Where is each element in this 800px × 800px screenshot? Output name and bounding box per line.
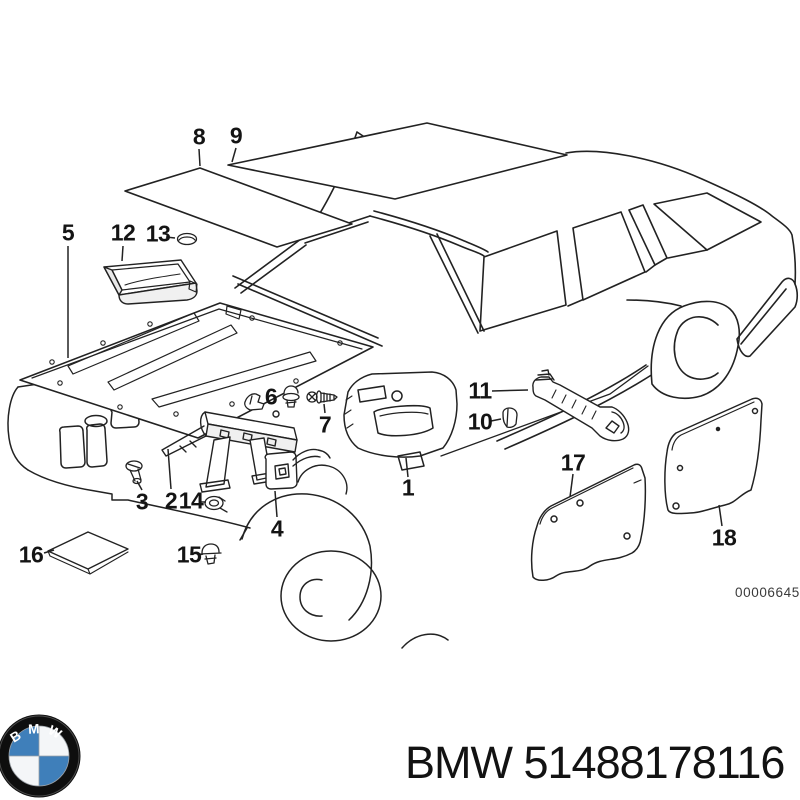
part-8-sunroof-panel (124, 167, 353, 248)
callout-label-18: 18 (711, 524, 737, 551)
part-13-cap (176, 232, 198, 246)
callout-label-2: 2 (164, 487, 178, 514)
front-tire (280, 550, 382, 642)
part-12-tray (103, 259, 198, 305)
part-16-sheet (47, 531, 129, 575)
callout-label-17: 17 (560, 449, 586, 476)
part-18-door-insulation (664, 397, 763, 515)
front-wheel-arch (241, 493, 373, 621)
callout-label-1: 1 (401, 474, 415, 501)
callout-leader-7 (323, 403, 326, 414)
callout-leader-1 (405, 457, 409, 478)
front-door-window (479, 230, 567, 332)
part-1-side-insulation (343, 371, 458, 471)
kidney-grille-right (86, 423, 108, 468)
callout-label-13: 13 (145, 220, 171, 247)
part-14-grommet (204, 495, 228, 513)
callout-label-14: 14 (178, 487, 204, 514)
callout-leader-2 (167, 448, 172, 490)
part-2-firewall-assembly (161, 410, 348, 495)
bmw-roundel-logo: BMW (0, 714, 81, 798)
callout-label-4: 4 (270, 515, 284, 542)
callout-leader-17 (569, 473, 574, 498)
callout-label-8: 8 (192, 123, 206, 150)
part-4-bracket (264, 448, 331, 490)
part-6-clip-and-grommet (244, 385, 300, 411)
part-3-rivet (125, 460, 143, 485)
callout-label-16: 16 (18, 541, 44, 568)
callout-leader-8 (198, 148, 201, 167)
callout-label-10: 10 (467, 408, 493, 435)
brand-text: BMW (405, 737, 513, 788)
callout-label-12: 12 (110, 219, 136, 246)
callout-leader-4 (274, 490, 278, 518)
callout-leader-13 (165, 236, 176, 239)
part-17-door-insulation (530, 463, 647, 581)
quarter-window (628, 204, 668, 266)
part-number-label: BMW 51488178116 (405, 737, 786, 789)
callout-label-3: 3 (135, 488, 149, 515)
callout-leader-16 (43, 549, 55, 554)
callout-label-15: 15 (176, 541, 202, 568)
badge-oval (84, 414, 108, 428)
callout-leader-10 (490, 418, 502, 422)
part-5-hood-insulation (19, 302, 374, 439)
callout-label-5: 5 (61, 219, 75, 246)
callout-leader-15 (198, 553, 204, 556)
callout-leader-18 (718, 504, 723, 527)
callout-leader-11 (491, 389, 529, 392)
reference-line-part1 (440, 365, 649, 457)
part-11-bracket-rail (532, 369, 630, 442)
callout-leader-9 (231, 147, 237, 163)
part-9-headliner-panel (227, 122, 568, 200)
wheelhouse-arc (297, 464, 348, 495)
part-number-text: 51488178116 (523, 737, 786, 788)
cargo-window (653, 192, 762, 251)
callout-leader-3 (136, 480, 143, 491)
part-15-plug (199, 543, 222, 565)
kidney-grille-left (59, 425, 86, 469)
diagram-code: 00006645 (735, 585, 800, 600)
callout-label-7: 7 (318, 411, 332, 438)
callout-label-9: 9 (229, 122, 243, 149)
rear-door-window (572, 211, 646, 301)
part-10-clip (502, 407, 518, 429)
callout-label-11: 11 (468, 377, 492, 404)
callout-leader-12 (121, 245, 124, 262)
callout-label-6: 6 (264, 383, 278, 410)
part-7-screw (306, 390, 338, 404)
